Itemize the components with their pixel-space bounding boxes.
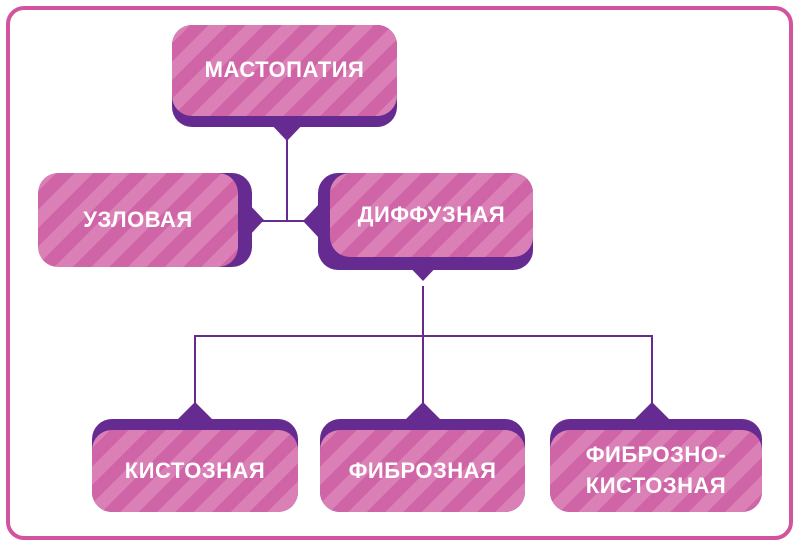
node-label: УЗЛОВАЯ: [83, 206, 193, 232]
node-fibrozno-kistoznaya: ФИБРОЗНО-КИСТОЗНАЯ: [550, 400, 762, 512]
node-face: ФИБРОЗНО-КИСТОЗНАЯ: [550, 430, 762, 512]
node-face: ДИФФУЗНАЯ: [330, 173, 533, 257]
node-label: ДИФФУЗНАЯ: [357, 201, 506, 227]
arrow-tail-down-icon: [404, 261, 442, 281]
node-label: ФИБРОЗНО-КИСТОЗНАЯ: [585, 442, 727, 498]
arrow-tail-up-icon: [176, 402, 214, 421]
connector-line-level2-horizontal: [259, 220, 307, 222]
arrow-tail-left-icon: [303, 204, 319, 238]
node-face: КИСТОЗНАЯ: [92, 430, 298, 512]
node-label: КИСТОЗНАЯ: [124, 457, 266, 483]
node-kistoznaya: КИСТОЗНАЯ: [92, 400, 298, 512]
node-face: УЗЛОВАЯ: [38, 173, 238, 267]
node-fibroznaya: ФИБРОЗНАЯ: [320, 400, 525, 512]
arrow-tail-right-icon: [248, 203, 264, 237]
arrow-tail-down-icon: [268, 121, 306, 141]
node-label: ФИБРОЗНАЯ: [348, 457, 497, 483]
arrow-tail-up-icon: [404, 402, 442, 421]
connector-line-diffuznaya-down: [422, 286, 424, 337]
node-face: МАСТОПАТИЯ: [172, 25, 397, 116]
connector-line-drop-fibrozno-kistoznaya: [651, 336, 653, 405]
connector-line-drop-kistoznaya: [194, 336, 196, 405]
node-label: МАСТОПАТИЯ: [204, 57, 365, 83]
node-face: ФИБРОЗНАЯ: [320, 430, 525, 512]
connector-line-mastopatiya-down: [286, 133, 288, 222]
arrow-tail-up-icon: [633, 402, 671, 421]
connector-line-drop-fibroznaya: [422, 336, 424, 405]
node-mastopatiya: МАСТОПАТИЯ: [172, 25, 397, 145]
page-border-frame: [6, 6, 793, 540]
node-diffuznaya: ДИФФУЗНАЯ: [303, 173, 533, 291]
node-uzlovaya: УЗЛОВАЯ: [38, 173, 266, 267]
